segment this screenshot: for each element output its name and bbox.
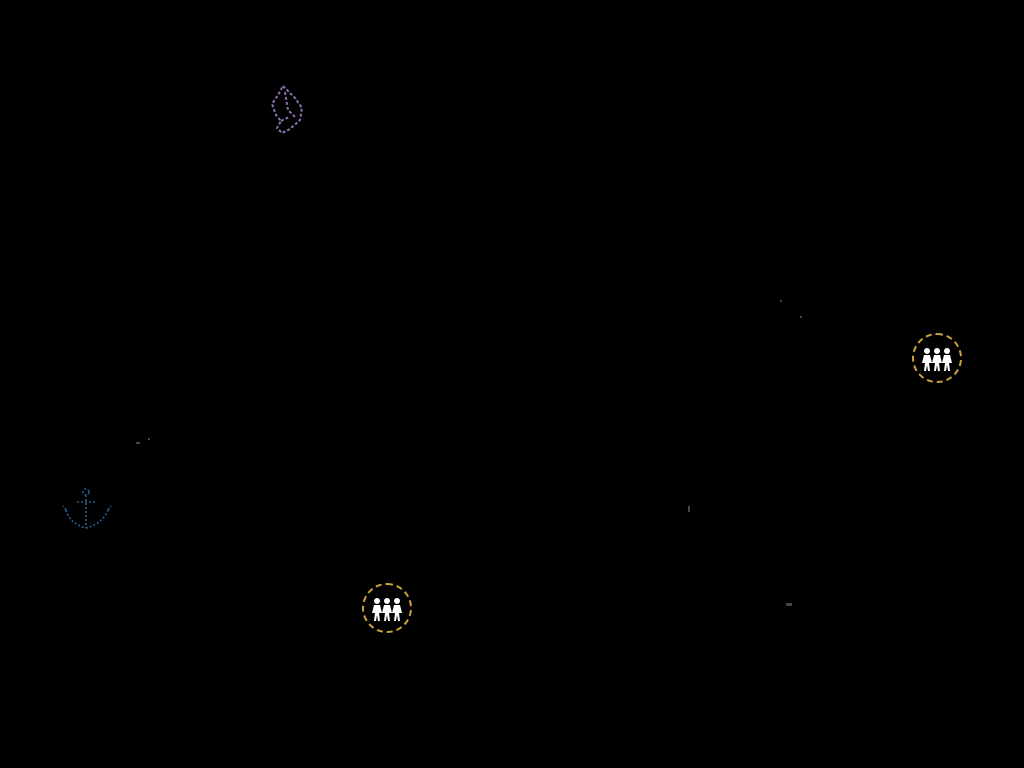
group-marker-bottom[interactable] — [362, 583, 412, 633]
crystal-shard-icon[interactable] — [271, 85, 303, 134]
group-of-people-icon — [922, 348, 952, 371]
group-of-people-icon — [372, 598, 402, 621]
debris-specks — [136, 300, 802, 606]
anchor-icon[interactable] — [62, 488, 112, 529]
group-marker-right[interactable] — [912, 333, 962, 383]
